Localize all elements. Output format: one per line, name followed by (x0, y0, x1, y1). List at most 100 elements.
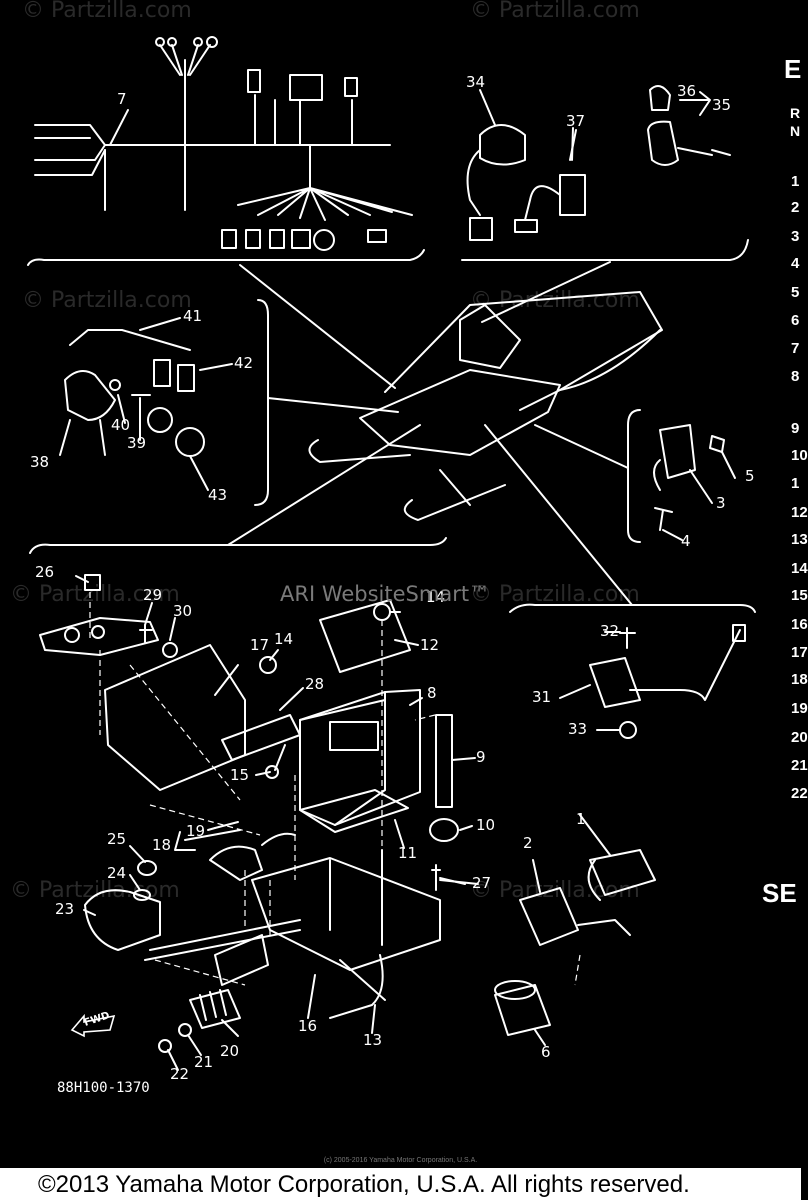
ref-number: 4 (791, 255, 800, 272)
plate-11 (299, 789, 409, 833)
dashed-guide (574, 954, 581, 986)
fuse-holder-18 (184, 829, 263, 881)
callout-2: 2 (523, 834, 533, 852)
leader-line (371, 1004, 376, 1034)
ref-number: 7 (791, 340, 800, 357)
section-label: SE (762, 878, 797, 908)
callout-21: 21 (194, 1053, 214, 1071)
screw-22 (158, 1039, 172, 1053)
lead-15 (274, 744, 286, 771)
ref-number: 16 (791, 616, 808, 633)
leader-line (214, 664, 239, 696)
ref-number: 5 (791, 284, 800, 301)
forward-arrow-icon (70, 1013, 116, 1038)
leader-line (439, 879, 479, 885)
plate-12 (319, 599, 411, 673)
leader-line (534, 1029, 546, 1046)
leader-line (221, 1019, 239, 1037)
bracket-hole (64, 627, 80, 643)
grommet-43 (175, 427, 205, 457)
switch-connector (469, 217, 493, 241)
relay-mount (144, 919, 301, 961)
nut-33 (619, 721, 637, 739)
callout-42: 42 (234, 354, 254, 372)
connector (155, 37, 165, 47)
nut-26 (84, 574, 101, 591)
snowmobile-ski-left (308, 439, 411, 463)
leader-line (571, 127, 574, 161)
callout-35: 35 (712, 96, 732, 114)
socket-35 (647, 120, 679, 166)
washer-40 (109, 379, 121, 391)
snowmobile-windshield (459, 304, 521, 369)
tiny-copyright: (c) 2005-2016 Yamaha Motor Corporation, … (323, 1157, 478, 1164)
callout-29: 29 (143, 586, 163, 604)
leader-line (479, 89, 496, 126)
leader-line (532, 859, 541, 893)
section-letter: E (784, 54, 802, 84)
connector (344, 77, 358, 97)
rod-13 (329, 849, 383, 946)
pointer-line (227, 424, 421, 546)
bracket-26 (39, 617, 159, 656)
callout-25: 25 (107, 830, 127, 848)
plug-cap-42 (177, 364, 195, 392)
regulator-1 (589, 849, 656, 896)
group-bracket (29, 537, 447, 554)
rod-13b (329, 954, 386, 1019)
leader-line (689, 469, 713, 504)
switch-lead (466, 149, 481, 216)
dashed-guide (244, 870, 271, 935)
leader-line (307, 974, 316, 1019)
ref-number: 21 (791, 757, 808, 774)
leader-line (129, 845, 146, 863)
connector (313, 229, 335, 251)
callout-24: 24 (107, 864, 127, 882)
battery-box-16 (251, 857, 441, 971)
footer-copyright-text: ©2013 Yamaha Motor Corporation, U.S.A. A… (38, 1171, 690, 1198)
ref-number: 19 (791, 700, 808, 717)
callout-1: 1 (576, 810, 586, 828)
toggle-lead (524, 185, 561, 221)
overlay-watermark: ARI WebsiteSmart™ (280, 582, 491, 606)
bolt-27 (431, 864, 441, 891)
snowmobile-hood (359, 369, 561, 456)
callout-7: 7 (117, 90, 127, 108)
leader-line (459, 825, 473, 831)
ref-number: 2 (791, 199, 800, 216)
connector (206, 36, 218, 48)
bulb-36 (649, 85, 671, 111)
callout-23: 23 (55, 900, 75, 918)
ref-number: 15 (791, 587, 808, 604)
dashed-guide (149, 804, 261, 836)
callout-37: 37 (566, 112, 586, 130)
snowmobile-ski-right (403, 484, 506, 521)
pointer-line (239, 264, 396, 389)
group-bracket (627, 409, 641, 543)
leader-line (129, 874, 141, 891)
bolt-29 (139, 624, 153, 643)
callout-41: 41 (183, 307, 203, 325)
leader-line (559, 684, 591, 699)
group-bracket (509, 603, 756, 613)
callout-13: 13 (363, 1031, 383, 1049)
plug-cap-42 (153, 359, 171, 387)
callout-3: 3 (716, 494, 726, 512)
callout-12: 12 (420, 636, 440, 654)
leader-line (169, 617, 176, 641)
socket-lead (677, 147, 731, 156)
ref-label: N (790, 123, 801, 139)
leader-line (174, 831, 196, 851)
callout-43: 43 (208, 486, 228, 504)
harness-branch (34, 124, 106, 176)
callout-17: 17 (250, 636, 270, 654)
ref-number: 22 (791, 785, 808, 802)
callout-32: 32 (600, 622, 620, 640)
leader-line (207, 827, 216, 831)
snowmobile-tunnel (559, 329, 661, 391)
callout-30: 30 (173, 602, 193, 620)
connector (291, 229, 311, 249)
ref-number: 17 (791, 644, 808, 661)
callout-31: 31 (532, 688, 552, 706)
